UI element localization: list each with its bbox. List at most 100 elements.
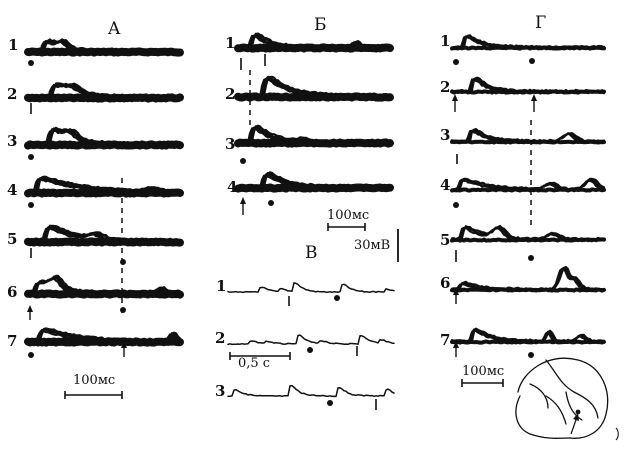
marker-arrow-a-6-head (27, 305, 33, 312)
trace-g-3-sweep (450, 129, 606, 145)
row-number-a-4: 4 (7, 181, 18, 199)
row-number-g-2: 2 (440, 78, 451, 96)
marker-dot-a-1 (28, 60, 34, 66)
trace-g-5 (450, 224, 606, 243)
trace-a-5-sweep (26, 227, 182, 245)
trace-g-4 (450, 177, 606, 193)
trace-g-6-sweep (450, 267, 606, 293)
scale-label-v-voltage: 30мВ (354, 238, 391, 253)
scale-bar-b (327, 223, 366, 231)
marker-arrow-a-7r (121, 341, 127, 357)
row-number-g-1: 1 (440, 32, 451, 50)
marker-arrow-g-2-head (452, 94, 458, 101)
marker-dot-v-2 (307, 347, 313, 353)
row-number-g-4: 4 (440, 176, 451, 194)
marker-arrow-g-6-head (453, 288, 459, 295)
brain-sketch-icon (515, 357, 619, 441)
trace-b-4 (234, 171, 394, 193)
marker-dot-v-3 (327, 400, 333, 406)
row-number-g-5: 5 (440, 231, 451, 249)
marker-dot-a-5r (120, 259, 126, 265)
trace-a-6 (24, 274, 184, 299)
panel-title-b: Б (314, 15, 327, 35)
trace-g-1 (450, 34, 606, 51)
trace-a-2-sweep (26, 83, 182, 101)
trace-b-3 (234, 124, 394, 148)
trace-b-1 (234, 32, 394, 53)
trace-a-7 (24, 327, 184, 347)
brain-electrode-arrow-head (573, 413, 579, 421)
marker-arrow-b-4 (240, 197, 246, 215)
scale-label-v-time: 0,5 с (238, 356, 271, 371)
trace-g-3 (450, 128, 606, 145)
trace-v-2 (227, 334, 395, 346)
scale-label-a-time: 100мс (73, 373, 116, 388)
trace-g-6-sweep (450, 266, 606, 291)
brain-sulcus-1 (517, 357, 609, 439)
marker-arrow-g-7-head (453, 341, 459, 348)
marker-dot-a-6r (120, 307, 126, 313)
scale-bar-layer (64, 223, 504, 399)
scale-bar-v-time (229, 352, 291, 360)
row-number-v-3: 3 (215, 382, 226, 400)
row-number-b-4: 4 (227, 178, 238, 196)
trace-b-2 (234, 75, 394, 102)
marker-dot-a-7 (28, 352, 34, 358)
trace-layer (24, 32, 606, 398)
trace-g-7-sweep (450, 329, 606, 345)
scale-bar-a (64, 391, 123, 399)
marker-arrow-g-7 (453, 341, 459, 357)
trace-g-1-sweep (450, 35, 606, 51)
row-number-a-2: 2 (7, 85, 18, 103)
panel-title-a: A (108, 19, 121, 39)
trace-b-1-sweep (236, 34, 392, 51)
scale-bar-g (461, 379, 504, 387)
row-number-a-7: 7 (7, 332, 18, 350)
row-number-a-3: 3 (7, 132, 18, 150)
row-number-g-7: 7 (440, 331, 451, 349)
marker-arrow-g-2r (531, 94, 537, 112)
trace-g-2 (450, 76, 606, 95)
marker-dot-g-1 (453, 59, 459, 65)
row-number-v-2: 2 (215, 329, 226, 347)
trace-g-6 (450, 266, 606, 293)
trace-a-5 (24, 224, 184, 247)
marker-dot-g-5r (528, 255, 534, 261)
panel-title-g: Г (535, 13, 547, 33)
brain-sulcus-2 (515, 395, 571, 439)
trace-a-3 (24, 126, 184, 150)
trace-g-5-sweep (450, 226, 606, 243)
scale-label-b-time: 100мс (327, 208, 370, 223)
row-number-a-1: 1 (8, 36, 19, 54)
marker-arrow-g-6 (453, 288, 459, 304)
trace-a-7-sweep (26, 328, 182, 345)
trace-a-1-sweep (26, 40, 182, 55)
trace-v-1-line (227, 282, 395, 294)
row-number-b-1: 1 (225, 34, 236, 52)
trace-v-3 (227, 385, 395, 398)
brain-sulcus-3 (545, 359, 599, 419)
marker-dot-g-1r (529, 58, 535, 64)
trace-g-4-sweep (450, 178, 606, 192)
row-number-b-3: 3 (225, 135, 236, 153)
trace-a-1 (24, 38, 184, 57)
trace-a-4 (24, 175, 184, 198)
marker-dot-g-4 (453, 202, 459, 208)
panel-title-v: В (305, 243, 318, 263)
trace-g-2-sweep (450, 78, 606, 95)
marker-arrow-g-2 (452, 94, 458, 112)
marker-arrow-a-6 (27, 305, 33, 320)
brain-sulcus-4 (565, 391, 583, 421)
marker-arrow-b-4-head (240, 197, 246, 204)
trace-b-4-sweep (236, 174, 392, 191)
brain-sulcus-6 (529, 383, 549, 409)
trace-b-2-sweep (236, 77, 392, 100)
marker-dot-g-7r (528, 352, 534, 358)
row-number-b-2: 2 (225, 85, 236, 103)
trace-v-3-line (227, 385, 395, 398)
brain-sulcus-5 (545, 395, 567, 425)
trace-a-4-sweep (26, 177, 182, 196)
trace-a-4-band (24, 188, 184, 198)
marker-layer (27, 54, 537, 410)
